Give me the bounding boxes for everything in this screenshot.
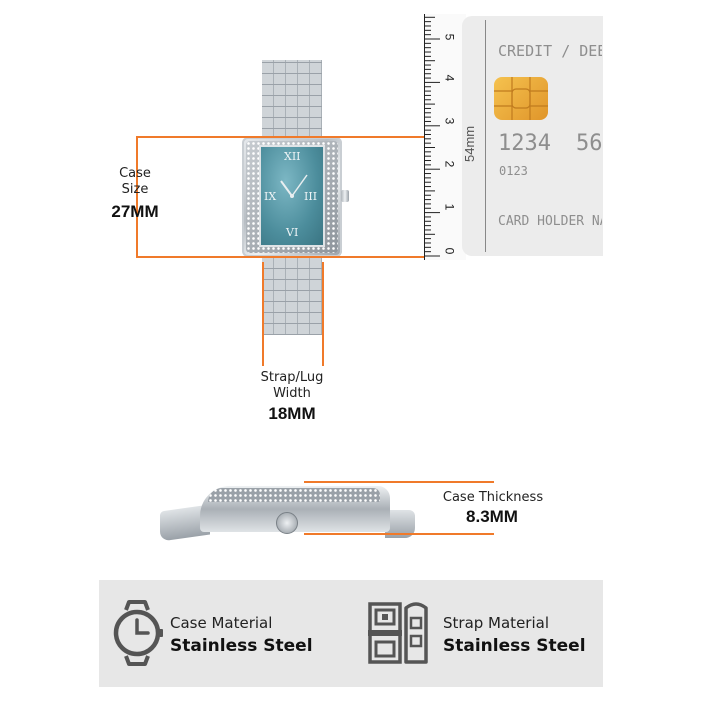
thickness-label: Case Thickness — [442, 490, 544, 505]
dial-numeral-ix: IX — [264, 190, 277, 203]
case-size-bottom-line — [136, 256, 440, 258]
card-title: CREDIT / DEBIT C — [498, 42, 602, 60]
strap-width-label-2: Width — [273, 386, 311, 401]
strap-width-label-1: Strap/Lug — [260, 370, 324, 385]
upper-bracelet — [262, 60, 322, 140]
strap-material-title: Strap Material — [443, 614, 549, 632]
card-small-number: 0123 — [499, 164, 528, 178]
strap-material-value: Stainless Steel — [443, 636, 586, 656]
ruler-edge — [424, 14, 425, 260]
card-chip-icon — [494, 77, 548, 120]
card-height-arrow — [485, 20, 486, 252]
watch-outline-icon — [113, 600, 163, 666]
strap-width-left-line — [262, 262, 264, 366]
case-size-bracket — [136, 136, 138, 258]
case-material-value: Stainless Steel — [170, 636, 313, 656]
lower-bracelet — [262, 255, 322, 335]
dial-numeral-iii: III — [304, 190, 318, 203]
ruler-tick-label-3: 3 — [442, 117, 457, 125]
card-holder-name: CARD HOLDER NAME — [498, 214, 602, 229]
case-material-title: Case Material — [170, 614, 273, 632]
watch-dial — [259, 145, 325, 247]
ruler-tick-label-1: 1 — [442, 203, 457, 211]
watch-hands — [280, 174, 308, 198]
card-number-1: 1234 — [498, 131, 551, 156]
ruler-tick-label-4: 4 — [442, 74, 457, 82]
strap-width-right-line — [322, 262, 324, 366]
chip-lines-icon — [494, 77, 548, 120]
watch-crown — [341, 190, 349, 202]
ruler-ticks — [424, 16, 440, 257]
ruler-tick-label-2: 2 — [442, 160, 457, 168]
case-size-label-1: Case — [119, 166, 151, 181]
thickness-top-line — [304, 481, 494, 483]
strap-icon — [368, 602, 428, 664]
ruler-tick-label-5: 5 — [442, 33, 457, 41]
dial-numeral-vi: VI — [286, 226, 299, 239]
card-height-label: 54mm — [462, 125, 477, 162]
ruler — [424, 14, 466, 260]
dial-numeral-xii: XII — [284, 150, 301, 163]
case-size-label-2: Size — [121, 182, 149, 197]
card-number-2: 56 — [576, 131, 602, 156]
ruler-tick-label-0: 0 — [442, 247, 457, 255]
side-crown-icon — [276, 512, 298, 534]
case-size-top-line — [136, 136, 440, 138]
side-watch-pave — [208, 488, 380, 502]
thickness-bottom-line — [304, 533, 494, 535]
strap-width-value: 18MM — [268, 404, 316, 423]
thickness-value: 8.3MM — [466, 507, 518, 526]
case-size-value: 27MM — [111, 202, 159, 221]
materials-panel — [99, 580, 603, 687]
